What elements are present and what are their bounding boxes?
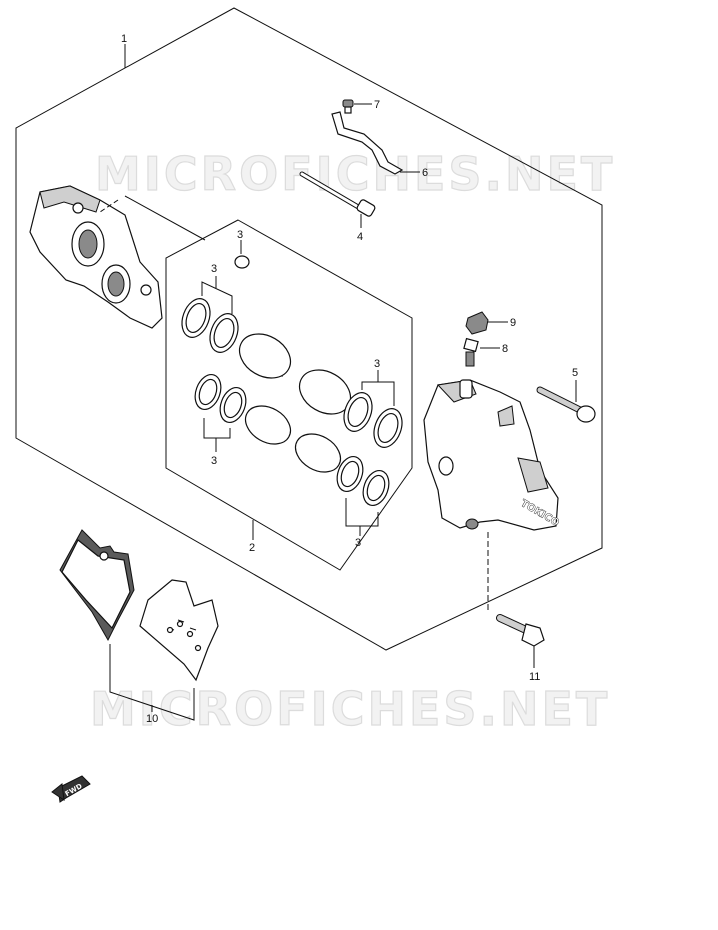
callout-3e: 3	[355, 537, 361, 549]
callout-11: 11	[529, 671, 540, 683]
caliper-half-right: TOKICO	[423, 379, 561, 531]
bleeder-valve	[463, 337, 479, 367]
assembly-frame	[15, 7, 603, 651]
callout-3c: 3	[211, 455, 217, 467]
caliper-bolt-lower	[496, 614, 545, 647]
forward-arrow-icon: FWD	[51, 775, 91, 803]
bracket-3c	[203, 418, 231, 439]
caliper-bolt-upper	[536, 386, 596, 423]
caliper-half-left	[29, 185, 163, 329]
screw-small	[342, 99, 354, 114]
seal-group-upper-right	[343, 392, 403, 448]
bracket-3e	[345, 498, 379, 527]
callout-8: 8	[502, 343, 508, 355]
callout-6: 6	[422, 167, 428, 179]
callout-3b: 3	[211, 263, 217, 275]
seal-group-upper-left	[181, 298, 239, 353]
leader-left-caliper	[124, 195, 206, 241]
piston-kit-frame	[165, 219, 413, 571]
seal-group-lower-right	[336, 455, 390, 507]
pad-spring	[331, 111, 404, 175]
callout-4: 4	[357, 231, 363, 243]
callout-10: 10	[146, 713, 158, 725]
callout-3d: 3	[374, 358, 380, 370]
callout-3a: 3	[237, 229, 243, 241]
watermark-bottom: MICROFICHES.NET	[90, 682, 610, 736]
piston-upper-left	[238, 333, 292, 379]
callout-2: 2	[249, 542, 255, 554]
callout-9: 9	[510, 317, 516, 329]
bleeder-cap	[465, 311, 489, 335]
callout-5: 5	[572, 367, 578, 379]
watermark-top: MICROFICHES.NET	[95, 147, 615, 201]
brake-pad-back	[59, 529, 135, 642]
seal-small	[234, 255, 250, 269]
piston-lower-right	[294, 433, 342, 473]
callout-1: 1	[121, 33, 127, 45]
brake-pad-front	[139, 579, 219, 682]
seal-group-lower-left	[194, 373, 247, 424]
bracket-3b	[201, 281, 233, 314]
callout-7: 7	[374, 99, 380, 111]
pad-pin	[299, 171, 376, 217]
piston-lower-left	[244, 405, 292, 445]
